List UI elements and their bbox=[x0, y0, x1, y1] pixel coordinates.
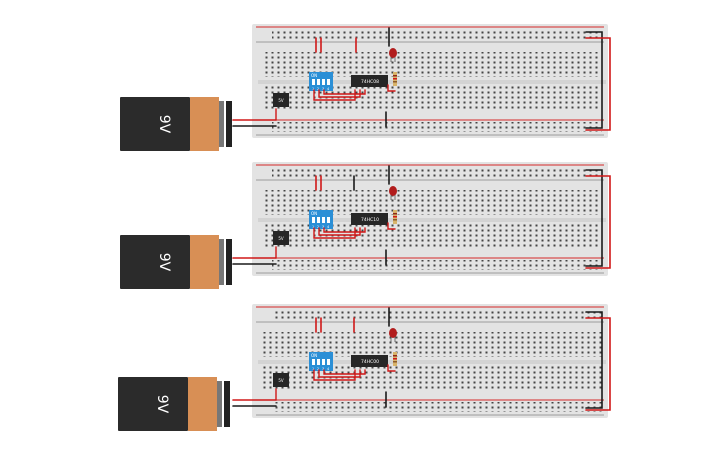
logic-chip[interactable]: 74HC10 bbox=[351, 213, 388, 225]
dip-on-label: ON bbox=[311, 73, 317, 78]
resistor[interactable] bbox=[393, 352, 397, 366]
battery-9v[interactable]: 9V bbox=[120, 97, 232, 151]
dip-switch[interactable]: ON 1 2 3 4 bbox=[309, 352, 333, 371]
dip-number-2: 2 bbox=[317, 87, 319, 91]
circuit-2[interactable]: 9V 5V ON 1 2 3 4 74HC10 bbox=[120, 162, 611, 289]
voltage-regulator[interactable]: 5V bbox=[273, 231, 289, 245]
regulator-label: 5V bbox=[278, 378, 284, 383]
dip-number-2: 2 bbox=[317, 225, 319, 229]
battery-9v[interactable]: 9V bbox=[118, 377, 230, 431]
battery-label: 9V bbox=[156, 253, 172, 272]
voltage-regulator[interactable]: 5V bbox=[273, 93, 289, 107]
led[interactable] bbox=[389, 186, 397, 200]
dip-number-1: 1 bbox=[312, 367, 314, 371]
wires[interactable] bbox=[232, 165, 611, 269]
dip-number-1: 1 bbox=[312, 225, 314, 229]
dip-switch[interactable]: ON 1 2 3 4 bbox=[309, 72, 333, 91]
chip-label: 74HC10 bbox=[361, 217, 379, 223]
logic-chip[interactable]: 74HC08 bbox=[351, 75, 388, 87]
dip-number-4: 4 bbox=[327, 367, 330, 371]
voltage-regulator[interactable]: 5V bbox=[273, 373, 289, 387]
dip-number-4: 4 bbox=[327, 87, 330, 91]
logic-chip[interactable]: 74HC00 bbox=[351, 355, 388, 367]
regulator-label: 5V bbox=[278, 236, 284, 241]
led[interactable] bbox=[389, 328, 397, 342]
dip-number-2: 2 bbox=[317, 367, 319, 371]
resistor[interactable] bbox=[393, 210, 397, 224]
dip-on-label: ON bbox=[311, 211, 317, 216]
circuit-1[interactable]: 9V 5V ON 1 2 3 4 74HC08 bbox=[120, 24, 611, 151]
chip-label: 74HC00 bbox=[361, 359, 379, 365]
dip-number-4: 4 bbox=[327, 225, 330, 229]
breadboard[interactable] bbox=[252, 24, 608, 138]
dip-switch[interactable]: ON 1 2 3 4 bbox=[309, 210, 333, 229]
dip-on-label: ON bbox=[311, 353, 317, 358]
circuit-3[interactable]: 9V 5V ON 1 2 3 4 74HC00 bbox=[118, 304, 611, 431]
breadboard[interactable] bbox=[252, 162, 608, 276]
breadboard[interactable] bbox=[252, 304, 608, 418]
resistor[interactable] bbox=[393, 72, 397, 86]
dip-number-3: 3 bbox=[322, 367, 324, 371]
dip-number-1: 1 bbox=[312, 87, 314, 91]
battery-label: 9V bbox=[154, 395, 170, 414]
wires[interactable] bbox=[232, 27, 611, 131]
battery-label: 9V bbox=[156, 115, 172, 134]
regulator-label: 5V bbox=[278, 98, 284, 103]
chip-label: 74HC08 bbox=[361, 79, 379, 85]
wires[interactable] bbox=[232, 307, 611, 411]
led[interactable] bbox=[389, 48, 397, 62]
battery-9v[interactable]: 9V bbox=[120, 235, 232, 289]
dip-number-3: 3 bbox=[322, 87, 324, 91]
dip-number-3: 3 bbox=[322, 225, 324, 229]
